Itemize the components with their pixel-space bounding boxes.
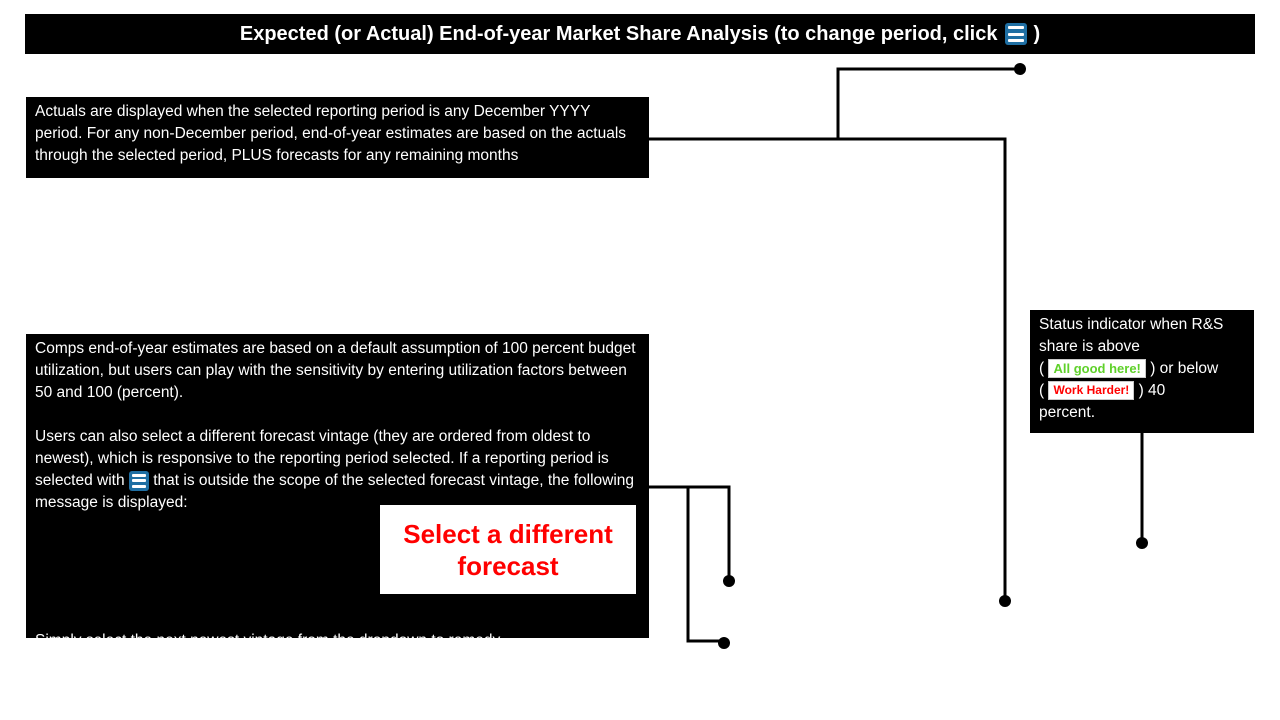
status-bad-badge: Work Harder!	[1048, 381, 1135, 401]
status-note-end: percent.	[1039, 404, 1096, 421]
status-after-bad: ) 40	[1138, 382, 1166, 399]
connector-actuals-up	[836, 67, 1020, 139]
comps-note-para3: Simply select the next newest vintage fr…	[35, 632, 504, 649]
hamburger-menu-icon[interactable]	[1005, 23, 1028, 45]
comps-note-para1: Comps end-of-year estimates are based on…	[35, 340, 636, 401]
status-after-good: ) or below	[1150, 360, 1219, 377]
connector-endpoint	[723, 575, 735, 587]
comps-note-para2-start: Users can also select a different foreca…	[35, 428, 609, 489]
connector-endpoint	[1014, 63, 1026, 75]
comps-note-para2: Users can also select a different foreca…	[35, 426, 640, 514]
actuals-note-text: Actuals are displayed when the selected …	[35, 103, 627, 164]
connector-endpoint	[999, 595, 1011, 607]
page-title-suffix: )	[1033, 22, 1041, 45]
actuals-note: Actuals are displayed when the selected …	[26, 97, 649, 178]
comps-note: Comps end-of-year estimates are based on…	[26, 334, 649, 649]
warning-message: Select a different forecast	[380, 505, 636, 594]
connector-actuals	[649, 137, 1007, 600]
status-note-line1: Status indicator when R&S share is above	[1039, 316, 1224, 355]
status-open-paren: (	[1039, 360, 1045, 377]
connector-comps-b	[686, 487, 724, 643]
comps-note-para2-end: that is outside the scope of the selecte…	[35, 472, 635, 511]
page-title: Expected (or Actual) End-of-year Market …	[25, 14, 1255, 54]
page-title-text: Expected (or Actual) End-of-year Market …	[239, 22, 998, 45]
connector-comps-a	[649, 485, 731, 580]
status-note: Status indicator when R&S share is above…	[1030, 310, 1254, 433]
connector-endpoint	[718, 637, 730, 649]
connector-endpoint	[1136, 537, 1148, 549]
status-good-badge: All good here!	[1048, 359, 1146, 379]
hamburger-menu-icon	[128, 470, 149, 491]
status-open-paren: (	[1039, 382, 1045, 399]
